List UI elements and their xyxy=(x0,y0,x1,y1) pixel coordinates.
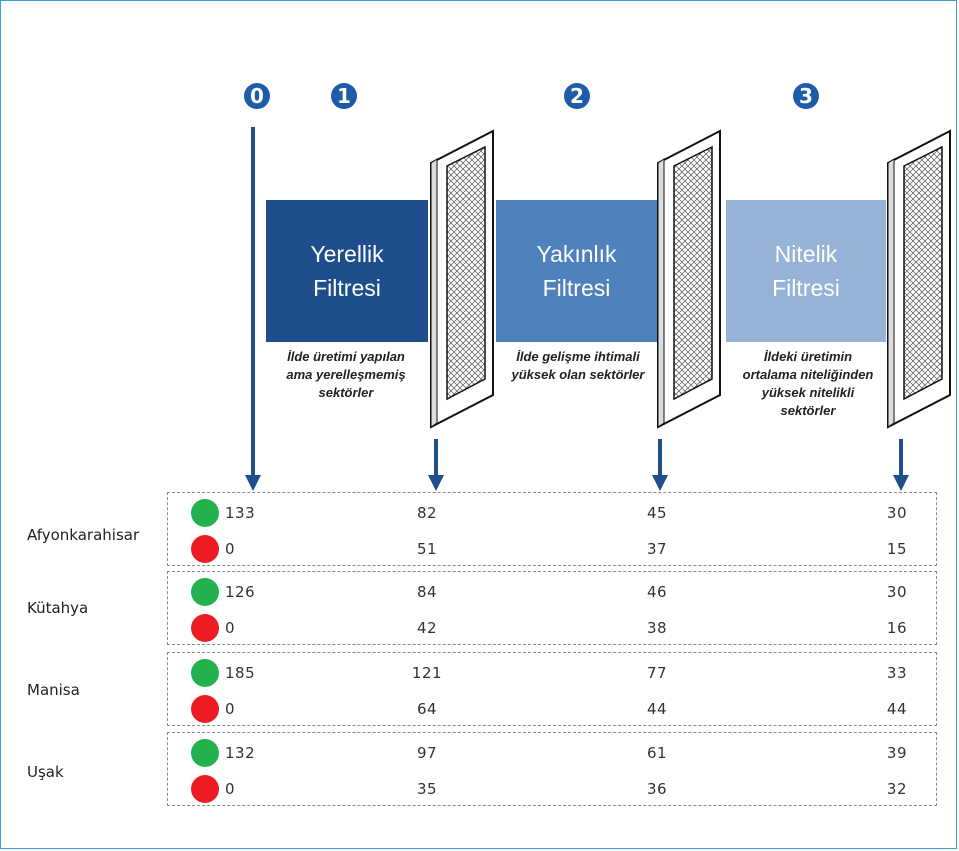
value-step-3: 39 xyxy=(886,744,907,762)
green-dot-icon xyxy=(191,578,219,606)
value-step-1: 35 xyxy=(416,780,438,798)
value-step-3: 30 xyxy=(886,504,907,522)
caption-yerellik: İlde üretimi yapılan ama yerelleşmemiş s… xyxy=(286,349,406,400)
green-dot-icon xyxy=(191,499,219,527)
region-label-usak: Uşak xyxy=(27,763,64,781)
value-step-3: 30 xyxy=(886,583,907,601)
filter-label-yakinlik: Yakınlık Filtresi xyxy=(536,241,617,301)
value-step-3: 15 xyxy=(886,540,907,558)
step-3-badge: 3 xyxy=(793,83,819,109)
value-step-2: 44 xyxy=(646,700,668,718)
value-step-1: 84 xyxy=(416,583,438,601)
value-step-1: 82 xyxy=(416,504,438,522)
value-step-0: 0 xyxy=(225,700,236,718)
step-2-badge: 2 xyxy=(564,83,590,109)
value-step-0: 132 xyxy=(225,744,256,762)
region-label-afyonkarahisar: Afyonkarahisar xyxy=(27,526,140,544)
value-step-2: 45 xyxy=(646,504,668,522)
value-step-2: 61 xyxy=(646,744,668,762)
value-step-0: 0 xyxy=(225,780,236,798)
region-box-manisa xyxy=(167,652,937,726)
step-1-badge: 1 xyxy=(331,83,357,109)
value-step-2: 36 xyxy=(646,780,668,798)
green-dot-icon xyxy=(191,739,219,767)
value-step-1: 121 xyxy=(411,664,443,682)
value-step-3: 32 xyxy=(886,780,907,798)
value-step-0: 0 xyxy=(225,540,236,558)
region-label-manisa: Manisa xyxy=(27,681,80,699)
value-step-2: 38 xyxy=(646,619,668,637)
region-row-green: 132 97 61 39 xyxy=(167,738,937,768)
region-row-red: 0 64 44 44 xyxy=(167,694,937,724)
caption-yakinlik: İlde gelişme ihtimali yüksek olan sektör… xyxy=(511,349,645,382)
region-row-red: 0 42 38 16 xyxy=(167,613,937,643)
filter-box-yerellik: Yerellik Filtresi xyxy=(266,200,428,342)
value-step-2: 46 xyxy=(646,583,668,601)
region-row-red: 0 35 36 32 xyxy=(167,774,937,804)
step-0-badge: 0 xyxy=(244,83,270,109)
value-step-1: 51 xyxy=(416,540,438,558)
arrow-step-1-head xyxy=(428,475,444,491)
arrow-step-2-head xyxy=(652,475,668,491)
red-dot-icon xyxy=(191,695,219,723)
red-dot-icon xyxy=(191,535,219,563)
filter-box-nitelik: Nitelik Filtresi xyxy=(726,200,886,342)
value-step-2: 37 xyxy=(646,540,668,558)
value-step-0: 0 xyxy=(225,619,236,637)
sieve-3-icon xyxy=(887,129,951,429)
region-box-kutahya xyxy=(167,571,937,645)
region-box-afyonkarahisar xyxy=(167,492,937,566)
region-label-kutahya: Kütahya xyxy=(27,599,89,617)
value-step-0: 133 xyxy=(225,504,256,522)
value-step-3: 16 xyxy=(886,619,907,637)
red-dot-icon xyxy=(191,775,219,803)
value-step-1: 97 xyxy=(416,744,438,762)
sieve-1-icon xyxy=(430,129,494,429)
flow-graphics xyxy=(245,127,951,491)
arrow-step-0-head xyxy=(245,475,261,491)
filter-label-yerellik: Yerellik Filtresi xyxy=(310,241,384,301)
filter-label-nitelik: Nitelik Filtresi xyxy=(772,241,840,301)
filter-box-yakinlik: Yakınlık Filtresi xyxy=(496,200,657,342)
region-box-usak xyxy=(167,732,937,806)
region-row-green: 126 84 46 30 xyxy=(167,577,937,607)
value-step-2: 77 xyxy=(646,664,668,682)
value-step-3: 44 xyxy=(886,700,907,718)
red-dot-icon xyxy=(191,614,219,642)
region-row-red: 0 51 37 15 xyxy=(167,534,937,564)
value-step-1: 64 xyxy=(416,700,438,718)
arrow-step-3-head xyxy=(893,475,909,491)
value-step-0: 126 xyxy=(225,583,256,601)
sieve-2-icon xyxy=(657,129,721,429)
value-step-1: 42 xyxy=(416,619,438,637)
value-step-0: 185 xyxy=(225,664,256,682)
caption-nitelik: İldeki üretimin ortalama niteliğinden yü… xyxy=(742,349,874,418)
region-row-green: 133 82 45 30 xyxy=(167,498,937,528)
region-row-green: 185 121 77 33 xyxy=(167,658,937,688)
value-step-3: 33 xyxy=(886,664,907,682)
green-dot-icon xyxy=(191,659,219,687)
